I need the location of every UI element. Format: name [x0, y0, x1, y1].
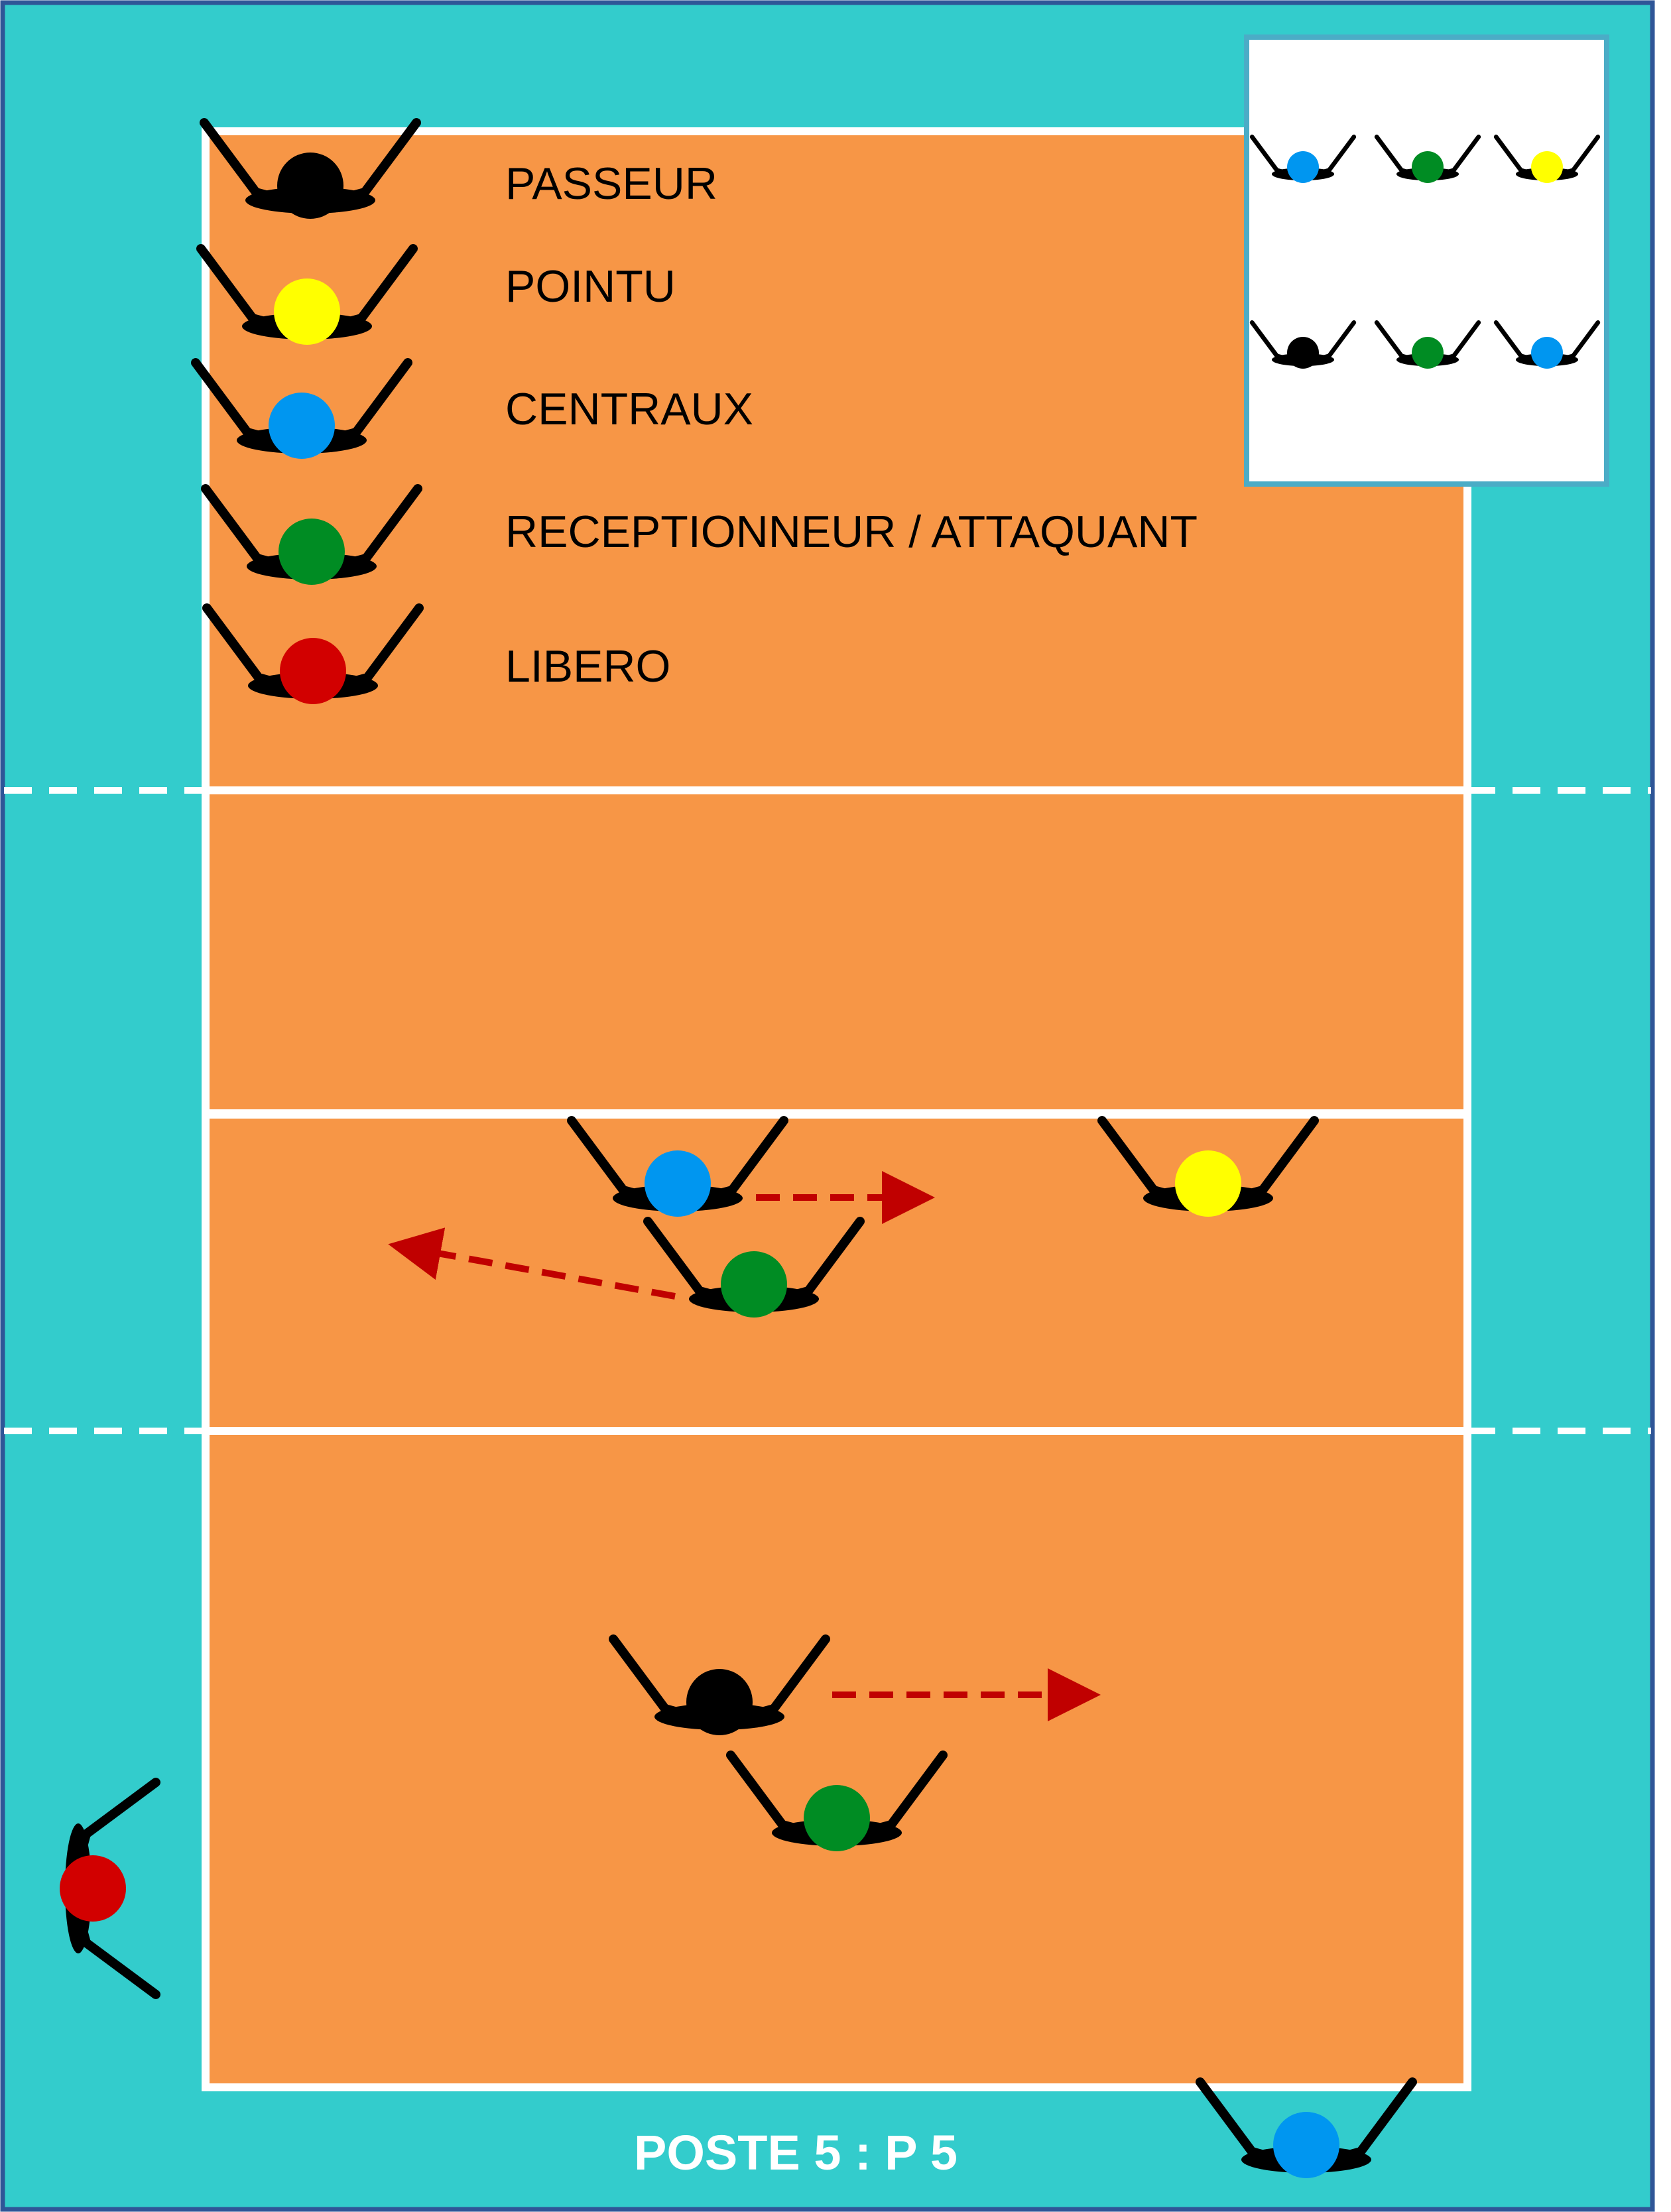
player-head-shape — [1412, 337, 1444, 369]
rotation-inset-players — [1249, 135, 1601, 369]
movement-arrows — [388, 1171, 1101, 1721]
player-head-shape — [1273, 2112, 1339, 2178]
player-receptionneur-front — [643, 1217, 865, 1318]
player-head-shape — [1287, 337, 1319, 369]
legend-player-centraux — [191, 358, 412, 459]
player-head-shape — [1412, 151, 1444, 183]
player-receptionneur-back — [726, 1751, 948, 1851]
inset-back-1-passeur — [1249, 320, 1357, 369]
player-pointu-front — [1097, 1116, 1319, 1217]
player-centraux-endline — [1196, 2077, 1417, 2178]
inset-back-2-receptionneur — [1374, 320, 1481, 369]
player-head-shape — [721, 1251, 787, 1318]
inset-front-1-centraux — [1249, 135, 1357, 183]
legend-label-pointu: POINTU — [505, 261, 676, 312]
player-head-shape — [1531, 337, 1563, 369]
player-libero-sideline — [60, 1778, 160, 1999]
player-centraux-front — [567, 1116, 788, 1217]
legend-label-libero: LIBERO — [505, 641, 670, 692]
player-head-shape — [1287, 151, 1319, 183]
player-passeur-back — [609, 1634, 830, 1735]
player-head-shape — [277, 153, 343, 219]
legend-player-libero — [202, 603, 424, 704]
legend — [191, 118, 424, 704]
player-head-shape — [1175, 1150, 1241, 1217]
player-head-shape — [804, 1785, 870, 1851]
player-head-shape — [278, 519, 345, 585]
legend-player-pointu — [196, 244, 418, 345]
player-head-shape — [280, 638, 346, 704]
player-head-shape — [269, 393, 335, 459]
inset-front-3-pointu — [1493, 135, 1601, 183]
player-head-shape — [274, 278, 340, 345]
player-head-shape — [686, 1669, 753, 1735]
inset-back-3-centraux — [1493, 320, 1601, 369]
player-head-shape — [645, 1150, 711, 1217]
legend-label-passeur: PASSEUR — [505, 158, 717, 209]
arrow-receptionneur — [388, 1227, 676, 1300]
rotation-inset — [1244, 34, 1609, 487]
legend-label-receptionneur: RECEPTIONNEUR / ATTAQUANT — [505, 507, 1198, 557]
legend-player-passeur — [200, 118, 421, 219]
player-head-shape — [1531, 151, 1563, 183]
players — [60, 1116, 1417, 2178]
inset-front-2-receptionneur — [1374, 135, 1481, 183]
legend-player-receptionneur — [201, 484, 422, 585]
rotation-caption: POSTE 5 : P 5 — [634, 2125, 958, 2180]
legend-labels: PASSEUR POINTU CENTRAUX RECEPTIONNEUR / … — [505, 158, 1198, 692]
legend-label-centraux: CENTRAUX — [505, 384, 753, 434]
player-head-shape — [60, 1855, 126, 1922]
